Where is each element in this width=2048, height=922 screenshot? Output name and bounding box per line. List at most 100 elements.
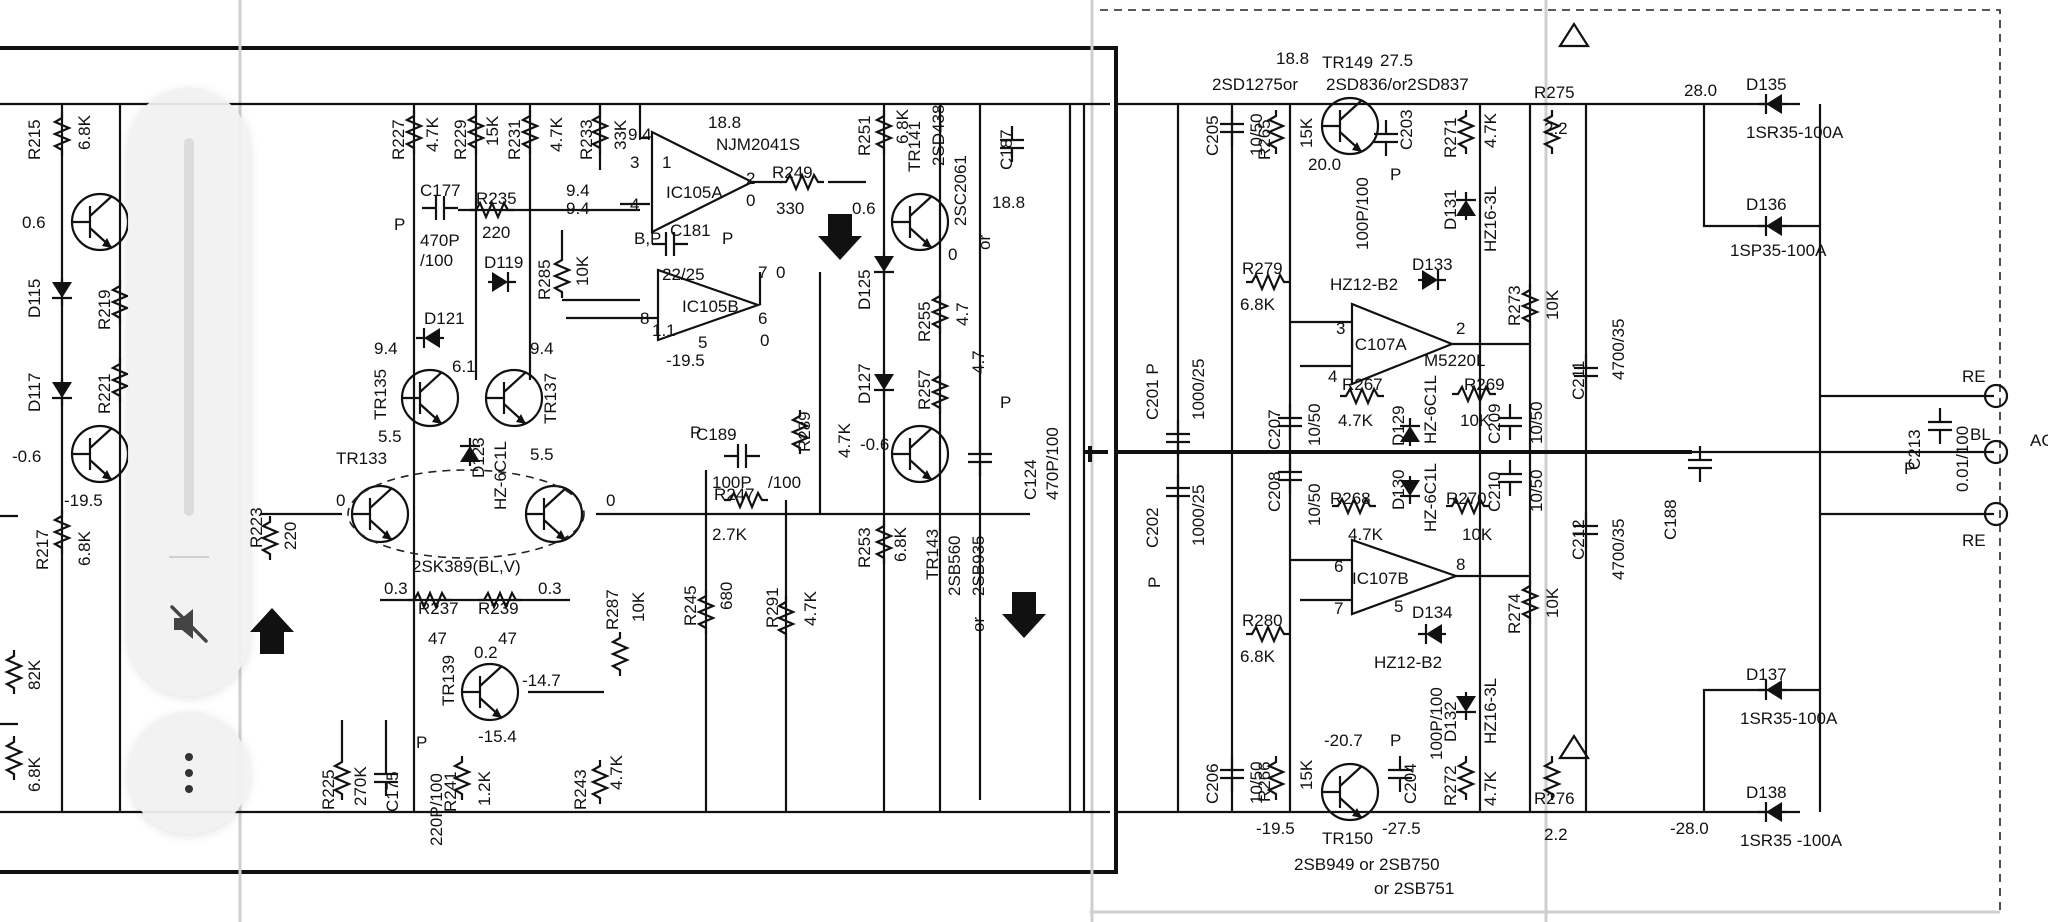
svg-text:100P/100: 100P/100 [1353,177,1372,250]
svg-text:6.8K: 6.8K [1240,647,1276,666]
svg-text:B,P: B,P [634,229,661,248]
svg-text:R229: R229 [451,119,470,160]
svg-text:10K: 10K [629,591,648,622]
volume-slider[interactable] [184,138,194,516]
svg-text:RE: RE [1962,531,1986,550]
svg-text:0: 0 [336,491,345,510]
svg-text:C211: C211 [1569,361,1588,400]
svg-text:HZ16-3L: HZ16-3L [1481,186,1500,252]
svg-text:C209: C209 [1485,403,1504,444]
matched-pair-outline [347,469,585,559]
svg-text:5.5: 5.5 [378,427,402,446]
svg-text:15K: 15K [1297,117,1316,148]
svg-text:C212: C212 [1569,519,1588,560]
svg-text:15K: 15K [1297,759,1316,790]
svg-text:20.0: 20.0 [1308,155,1341,174]
svg-text:C204: C204 [1401,763,1420,804]
svg-text:R273: R273 [1505,285,1524,326]
svg-text:C206: C206 [1203,763,1222,804]
svg-text:220P/100: 220P/100 [427,773,446,846]
svg-text:HZ-6C1L: HZ-6C1L [1421,375,1440,444]
svg-text:2.2: 2.2 [1544,119,1568,138]
svg-text:2.2: 2.2 [1544,825,1568,844]
svg-text:R265: R265 [1255,119,1274,160]
svg-text:6: 6 [1334,557,1343,576]
svg-text:P: P [1145,577,1164,588]
svg-text:C202: C202 [1143,507,1162,548]
svg-text:or: or [975,235,994,250]
svg-text:or: or [969,617,988,632]
svg-text:1SR35 -100A: 1SR35 -100A [1740,831,1843,850]
ground-bus [1084,446,1692,462]
svg-text:2SK389(BL,V): 2SK389(BL,V) [412,557,521,576]
svg-text:2: 2 [1456,319,1465,338]
svg-text:4.7K: 4.7K [1348,525,1384,544]
svg-text:82K: 82K [25,659,44,690]
svg-text:100P/100: 100P/100 [1427,687,1446,760]
svg-text:18.8: 18.8 [1276,49,1309,68]
svg-text:C181: C181 [670,221,711,240]
svg-text:D138: D138 [1746,783,1787,802]
svg-text:15K: 15K [483,115,502,146]
component-labels: R215 6.8K 0.6 D115 R219 D117 R221 -0.6 -… [12,49,2048,898]
svg-text:47: 47 [498,629,517,648]
svg-text:P: P [722,229,733,248]
svg-text:R285: R285 [535,259,554,300]
svg-text:D136: D136 [1746,195,1787,214]
svg-text:1000/25: 1000/25 [1189,485,1208,546]
svg-text:8: 8 [1456,555,1465,574]
svg-text:4.7K: 4.7K [1481,112,1500,148]
svg-text:-0.6: -0.6 [12,447,41,466]
svg-text:R271: R271 [1441,117,1460,158]
svg-text:9.4: 9.4 [530,339,554,358]
svg-text:1SR35-100A: 1SR35-100A [1746,123,1844,142]
svg-text:6.8K: 6.8K [75,530,94,566]
svg-text:270K: 270K [351,766,370,806]
svg-text:1SP35-100A: 1SP35-100A [1730,241,1827,260]
svg-text:4.7: 4.7 [953,302,972,326]
svg-text:0.01/100: 0.01/100 [1953,426,1972,492]
svg-text:R287: R287 [603,589,622,630]
svg-text:R239: R239 [478,599,519,618]
more-options-button[interactable] [128,712,250,834]
svg-text:10/50: 10/50 [1247,761,1266,804]
svg-text:10K: 10K [1543,289,1562,320]
svg-text:/100: /100 [768,473,801,492]
svg-text:R227: R227 [389,119,408,160]
svg-text:9.4: 9.4 [566,199,590,218]
svg-text:D131: D131 [1441,189,1460,230]
svg-text:R223: R223 [247,507,266,548]
svg-text:2SB949 or 2SB750: 2SB949 or 2SB750 [1294,855,1440,874]
svg-text:0.6: 0.6 [852,199,876,218]
svg-text:4: 4 [630,195,639,214]
svg-text:4.7K: 4.7K [423,116,442,152]
mute-button[interactable] [149,584,229,664]
svg-text:4.7K: 4.7K [547,116,566,152]
svg-text:27.5: 27.5 [1380,51,1413,70]
svg-text:470P/100: 470P/100 [1043,427,1062,500]
re-terminal-bottom [1983,501,2009,527]
svg-text:R280: R280 [1242,611,1283,630]
svg-text:0.2: 0.2 [474,643,498,662]
svg-text:4.7K: 4.7K [835,422,854,458]
svg-text:R247: R247 [714,485,755,504]
svg-text:0: 0 [760,331,769,350]
svg-text:R231: R231 [505,119,524,160]
svg-text:5: 5 [1394,597,1403,616]
re-terminal-top [1983,383,2009,409]
svg-text:R225: R225 [319,769,338,810]
svg-text:1SR35-100A: 1SR35-100A [1740,709,1838,728]
svg-text:R217: R217 [33,529,52,570]
svg-text:HZ16-3L: HZ16-3L [1481,678,1500,744]
svg-text:R241: R241 [441,771,460,812]
svg-text:0: 0 [948,245,957,264]
ic105b-opamp [656,268,762,342]
svg-text:P: P [394,215,405,234]
svg-text:10/50: 10/50 [1527,401,1546,444]
svg-text:7: 7 [758,263,767,282]
svg-text:HZ12-B2: HZ12-B2 [1330,275,1398,294]
svg-text:D130: D130 [1389,469,1408,510]
svg-text:4.7K: 4.7K [1481,770,1500,806]
svg-text:33K: 33K [611,119,630,150]
svg-text:C189: C189 [696,425,737,444]
